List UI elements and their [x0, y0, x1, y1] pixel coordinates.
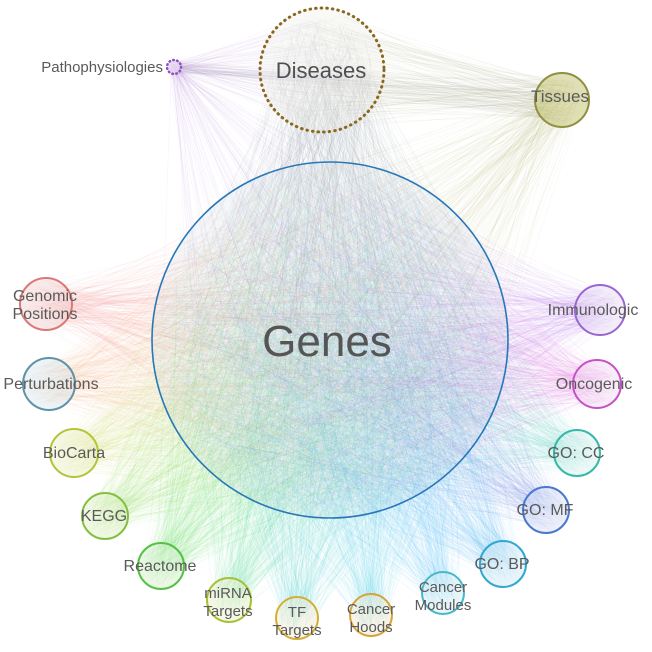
node-go-cc[interactable]: GO: CC: [548, 429, 605, 477]
tissues-circle[interactable]: [534, 72, 590, 128]
genes-circle[interactable]: [151, 161, 509, 519]
go-cc-label: GO: CC: [548, 445, 605, 462]
diseases-circle[interactable]: [258, 6, 386, 134]
cancer-modules-circle[interactable]: [421, 571, 465, 615]
genes-label: Genes: [262, 317, 392, 366]
mirna-targets-circle[interactable]: [206, 577, 252, 623]
biocarta-circle[interactable]: [49, 428, 99, 478]
node-oncogenic[interactable]: Oncogenic: [556, 359, 633, 409]
node-kegg[interactable]: KEGG: [81, 492, 129, 540]
reactome-label: Reactome: [124, 558, 197, 575]
perturbations-label: Perturbations: [3, 376, 98, 393]
node-pathophysiologies[interactable]: Pathophysiologies: [41, 58, 183, 76]
pathophysiologies-circle[interactable]: [165, 58, 183, 76]
node-genes[interactable]: Genes: [151, 161, 509, 519]
node-go-bp[interactable]: GO: BP: [474, 540, 530, 588]
kegg-label: KEGG: [81, 508, 127, 525]
biocarta-label: BioCarta: [43, 445, 105, 462]
node-go-mf[interactable]: GO: MF: [517, 486, 574, 534]
node-tissues[interactable]: Tissues: [531, 72, 590, 128]
go-mf-circle[interactable]: [522, 486, 570, 534]
node-biocarta[interactable]: BioCarta: [43, 428, 105, 478]
oncogenic-circle[interactable]: [572, 359, 622, 409]
node-perturbations[interactable]: Perturbations: [3, 357, 99, 411]
tf-targets-circle[interactable]: [275, 596, 319, 640]
node-reactome[interactable]: Reactome: [124, 542, 197, 590]
kegg-circle[interactable]: [81, 492, 129, 540]
go-mf-label: GO: MF: [517, 502, 574, 519]
tissues-label: Tissues: [531, 87, 589, 106]
go-bp-circle[interactable]: [479, 540, 527, 588]
immunologic-circle[interactable]: [574, 284, 626, 336]
cancer-hoods-circle[interactable]: [349, 593, 393, 637]
go-bp-label: GO: BP: [474, 556, 529, 573]
pathophysiologies-label: Pathophysiologies: [41, 59, 163, 76]
perturbations-circle[interactable]: [22, 357, 76, 411]
go-cc-circle[interactable]: [553, 429, 601, 477]
node-diseases[interactable]: Diseases: [258, 6, 386, 134]
oncogenic-label: Oncogenic: [556, 376, 633, 393]
immunologic-label: Immunologic: [548, 302, 639, 319]
node-immunologic[interactable]: Immunologic: [548, 284, 639, 336]
genomic-positions-circle[interactable]: [19, 277, 73, 331]
reactome-circle[interactable]: [137, 542, 185, 590]
diseases-label: Diseases: [276, 58, 366, 83]
